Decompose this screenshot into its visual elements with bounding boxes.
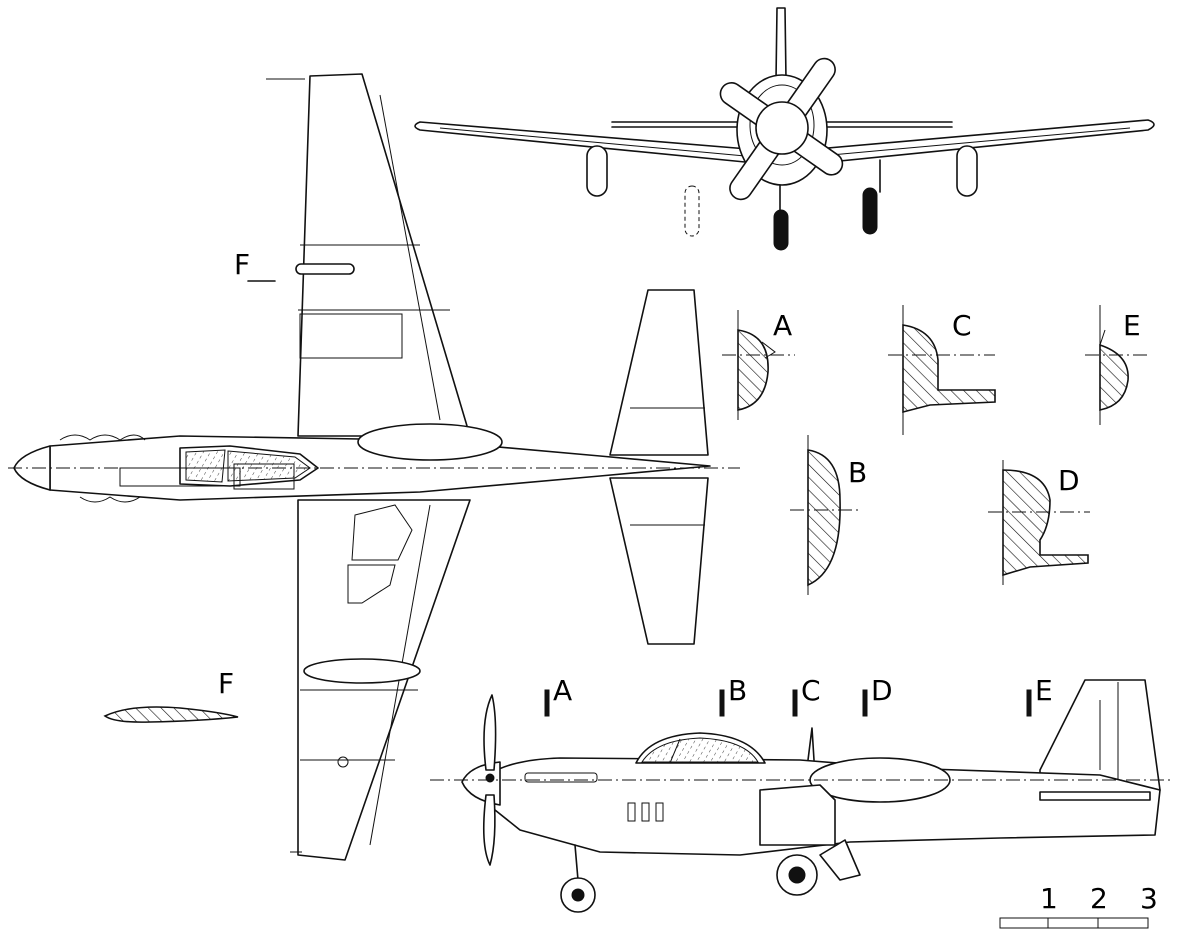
scale-tick-1: 1	[1040, 882, 1058, 915]
side-view: A B C D E	[430, 674, 1170, 913]
station-label-b: B	[728, 674, 747, 707]
airfoil-label: F	[218, 667, 234, 700]
scale-bar: 1 2 3	[999, 882, 1158, 929]
station-label-c: C	[801, 674, 821, 707]
scale-tick-2: 2	[1090, 882, 1108, 915]
section-label-d: D	[1058, 464, 1080, 497]
section-label-a: A	[773, 309, 792, 342]
plan-marker-label: F	[234, 248, 250, 281]
front-view	[414, 7, 1155, 251]
section-label-c: C	[952, 309, 972, 342]
scale-tick-3: 3	[1140, 882, 1158, 915]
section-profiles: A C E B D	[722, 305, 1150, 595]
section-label-b: B	[848, 456, 867, 489]
plan-view: F	[8, 73, 740, 861]
section-label-e: E	[1123, 309, 1141, 342]
station-label-a: A	[553, 674, 572, 707]
station-label-e: E	[1035, 674, 1053, 707]
airfoil-section: F	[103, 667, 239, 723]
station-label-d: D	[871, 674, 893, 707]
